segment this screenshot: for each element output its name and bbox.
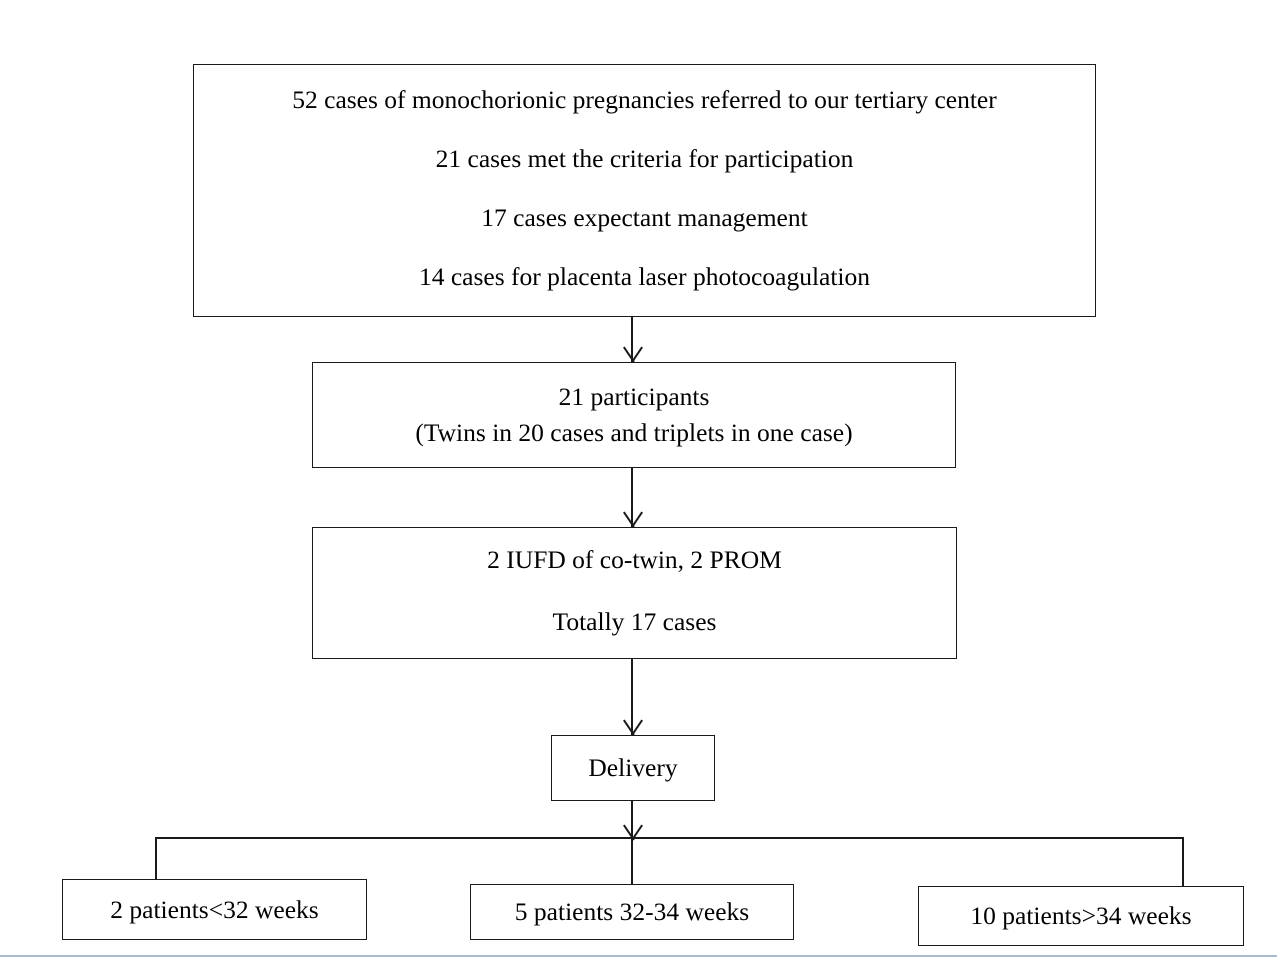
flow-node-intake-line-1: 52 cases of monochorionic pregnancies re…: [292, 85, 997, 114]
connector-drop-to-gt34: [1182, 837, 1184, 887]
flow-node-participants-line-2: (Twins in 20 cases and triplets in one c…: [415, 418, 853, 447]
connector-intake-to-participants: [631, 317, 633, 363]
flow-node-complications-line-1: 2 IUFD of co-twin, 2 PROM: [487, 545, 782, 574]
flow-node-outcome-32to34: 5 patients 32-34 weeks: [470, 884, 794, 940]
flow-node-outcome-lt32-label: 2 patients<32 weeks: [110, 894, 319, 924]
footer-divider: [0, 955, 1277, 958]
flow-node-intake-line-4: 14 cases for placenta laser photocoagula…: [418, 261, 871, 291]
flow-node-complications: 2 IUFD of co-twin, 2 PROM Totally 17 cas…: [312, 527, 957, 659]
flow-node-participants-line-1: 21 participants: [558, 382, 710, 412]
flow-node-complications-line-2: Totally 17 cases: [552, 606, 717, 636]
flow-node-intake-line-3: 17 cases expectant management: [481, 202, 808, 232]
flow-node-outcome-gt34-label: 10 patients>34 weeks: [970, 901, 1192, 931]
connector-drop-to-lt32: [155, 837, 157, 880]
flow-node-intake: 52 cases of monochorionic pregnancies re…: [193, 64, 1096, 317]
flow-node-delivery-line-1: Delivery: [588, 753, 678, 783]
connector-delivery-to-outcomes: [631, 801, 633, 886]
flow-node-outcome-lt32: 2 patients<32 weeks: [62, 879, 367, 940]
flow-node-outcome-32to34-label: 5 patients 32-34 weeks: [514, 897, 750, 927]
connector-outcome-branch-bar: [155, 837, 1184, 839]
flow-node-intake-line-2: 21 cases met the criteria for participat…: [435, 143, 854, 173]
flow-node-participants: 21 participants (Twins in 20 cases and t…: [312, 362, 956, 468]
flow-node-outcome-gt34: 10 patients>34 weeks: [918, 886, 1244, 946]
flow-node-delivery: Delivery: [551, 735, 715, 801]
connector-complications-to-delivery: [631, 659, 633, 736]
connector-participants-to-complications: [631, 468, 633, 528]
